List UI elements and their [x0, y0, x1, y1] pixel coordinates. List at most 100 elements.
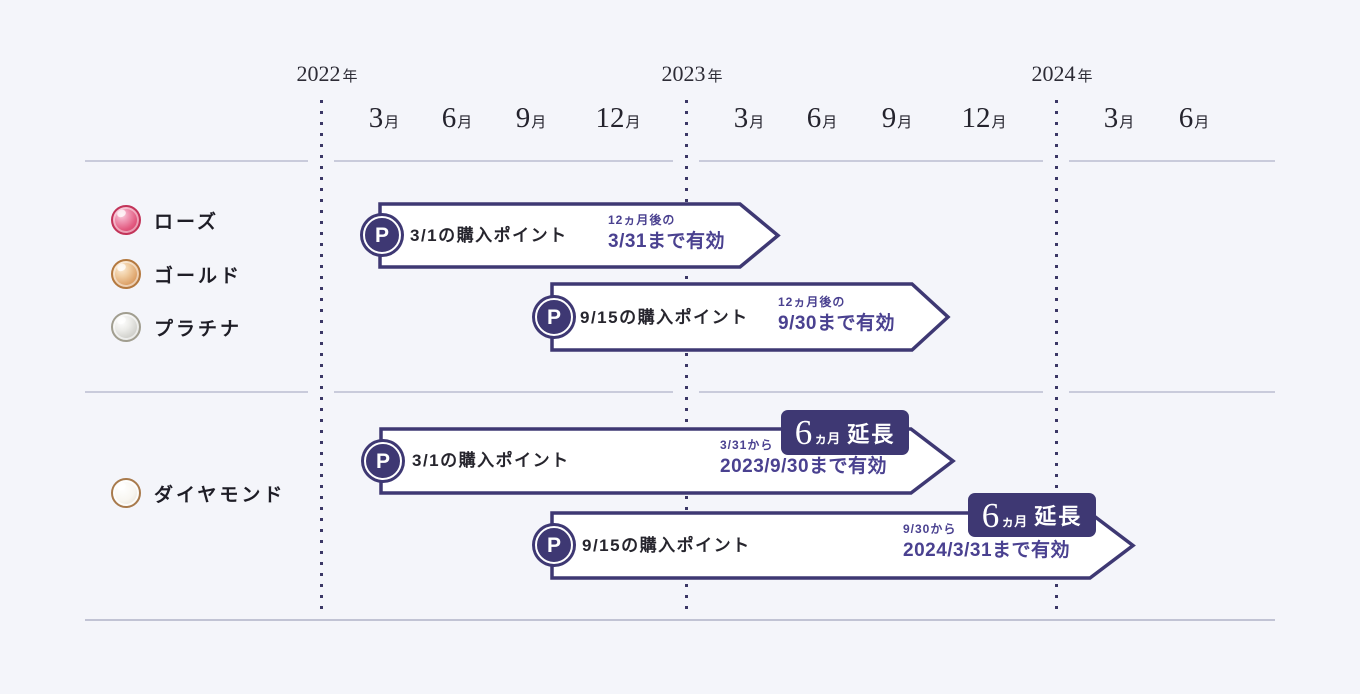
validity-note-small: 12ヵ月後の [778, 295, 846, 309]
arrow-banner-shape [550, 282, 951, 352]
year-number: 2024 [1031, 61, 1076, 86]
diamond-gem-icon [111, 478, 141, 508]
tier-row-rose: ローズ [111, 205, 219, 235]
month-label-2024-3: 3月 [1104, 101, 1135, 140]
extension-months-unit: ヵ月 [814, 431, 841, 446]
point-icon-letter: P [375, 449, 390, 473]
month-unit: 月 [822, 115, 838, 131]
divider-line-top [699, 160, 1043, 162]
month-unit: 月 [749, 115, 765, 131]
divider-line-top [1069, 160, 1275, 162]
divider-line-middle [699, 391, 1043, 393]
month-label-2022-12: 12月 [595, 101, 640, 140]
validity-note: 9/30から 2024/3/31まで有効 [903, 521, 1070, 563]
point-icon: P [360, 213, 404, 257]
validity-note: 12ヵ月後の 3/31まで有効 [608, 212, 725, 254]
month-number: 3 [368, 102, 384, 134]
point-icon: P [361, 439, 405, 483]
month-unit: 月 [1194, 115, 1210, 131]
purchase-point-label: 9/15の購入ポイント [580, 308, 749, 327]
point-icon-ring [535, 298, 573, 336]
extension-badge: 6 ヵ月 延長 [781, 410, 909, 455]
point-icon-ring [363, 216, 401, 254]
year-boundary-dotted-line-2022 [320, 100, 323, 613]
validity-until: 2023/9/30まで有効 [720, 456, 888, 477]
tier-label-gold: ゴールド [154, 265, 243, 287]
month-label-2022-9: 9月 [516, 101, 547, 140]
divider-line-middle [1069, 391, 1275, 393]
month-label-2024-6: 6月 [1179, 101, 1210, 140]
month-unit: 月 [991, 115, 1007, 131]
platinum-gem-icon [111, 312, 141, 342]
divider-line-top [85, 160, 308, 162]
point-icon-ring [364, 442, 402, 480]
validity-until: 2024/3/31まで有効 [903, 540, 1071, 561]
month-label-2023-12: 12月 [961, 101, 1006, 140]
month-number: 6 [1178, 102, 1194, 134]
validity-note-small: 3/31から [720, 438, 774, 452]
year-unit: 年 [707, 69, 723, 85]
divider-line-bottom [85, 619, 1275, 621]
rose-gem-icon [111, 205, 141, 235]
gold-gem-icon [111, 259, 141, 289]
tier-label-rose: ローズ [154, 211, 220, 233]
divider-line-top [334, 160, 673, 162]
year-boundary-dotted-line-2024 [1055, 100, 1058, 613]
purchase-point-label: 3/1の購入ポイント [412, 451, 570, 470]
extension-months-number: 6 [794, 413, 813, 452]
validity-note-small: 9/30から [903, 522, 957, 536]
month-label-2023-3: 3月 [734, 101, 765, 140]
month-number: 6 [441, 102, 457, 134]
divider-line-middle [334, 391, 673, 393]
validity-note: 3/31から 2023/9/30まで有効 [720, 437, 887, 479]
point-icon-letter: P [546, 533, 561, 557]
tier-row-gold: ゴールド [111, 259, 242, 289]
point-icon-letter: P [374, 223, 389, 247]
extension-months-number: 6 [981, 495, 1000, 535]
tier-row-diamond: ダイヤモンド [111, 478, 285, 508]
month-label-2023-9: 9月 [882, 101, 913, 140]
point-icon: P [532, 295, 576, 339]
month-unit: 月 [384, 115, 400, 131]
extension-months-unit: ヵ月 [1001, 513, 1028, 529]
validity-until: 9/30まで有効 [778, 313, 895, 334]
month-unit: 月 [1119, 115, 1135, 131]
extension-label: 延長 [1034, 504, 1083, 529]
month-number: 9 [515, 102, 531, 134]
year-unit: 年 [342, 69, 358, 85]
tier-label-diamond: ダイヤモンド [154, 484, 286, 506]
month-number: 12 [961, 102, 991, 134]
month-number: 9 [881, 102, 897, 134]
year-boundary-dotted-line-2023 [685, 100, 688, 613]
validity-until: 3/31まで有効 [608, 231, 725, 252]
month-number: 3 [733, 102, 749, 134]
point-icon-letter: P [546, 305, 561, 329]
tier-label-platinum: プラチナ [154, 318, 243, 340]
month-unit: 月 [457, 115, 473, 131]
month-unit: 月 [897, 115, 913, 131]
year-number: 2022 [296, 61, 341, 86]
purchase-point-label: 3/1の購入ポイント [410, 226, 568, 245]
month-label-2022-3: 3月 [369, 101, 400, 140]
extension-badge: 6 ヵ月 延長 [968, 493, 1096, 537]
month-number: 3 [1103, 102, 1119, 134]
purchase-point-label: 9/15の購入ポイント [582, 536, 751, 555]
year-unit: 年 [1077, 69, 1093, 85]
month-number: 6 [806, 102, 822, 134]
tier-row-platinum: プラチナ [111, 312, 242, 342]
point-icon-ring [535, 526, 573, 564]
month-unit: 月 [531, 115, 547, 131]
month-label-2022-6: 6月 [442, 101, 473, 140]
month-number: 12 [595, 102, 625, 134]
divider-line-middle [85, 391, 308, 393]
year-number: 2023 [661, 61, 706, 86]
month-label-2023-6: 6月 [807, 101, 838, 140]
validity-note-small: 12ヵ月後の [608, 213, 676, 227]
month-unit: 月 [625, 115, 641, 131]
extension-label: 延長 [847, 421, 896, 447]
point-icon: P [532, 523, 576, 567]
